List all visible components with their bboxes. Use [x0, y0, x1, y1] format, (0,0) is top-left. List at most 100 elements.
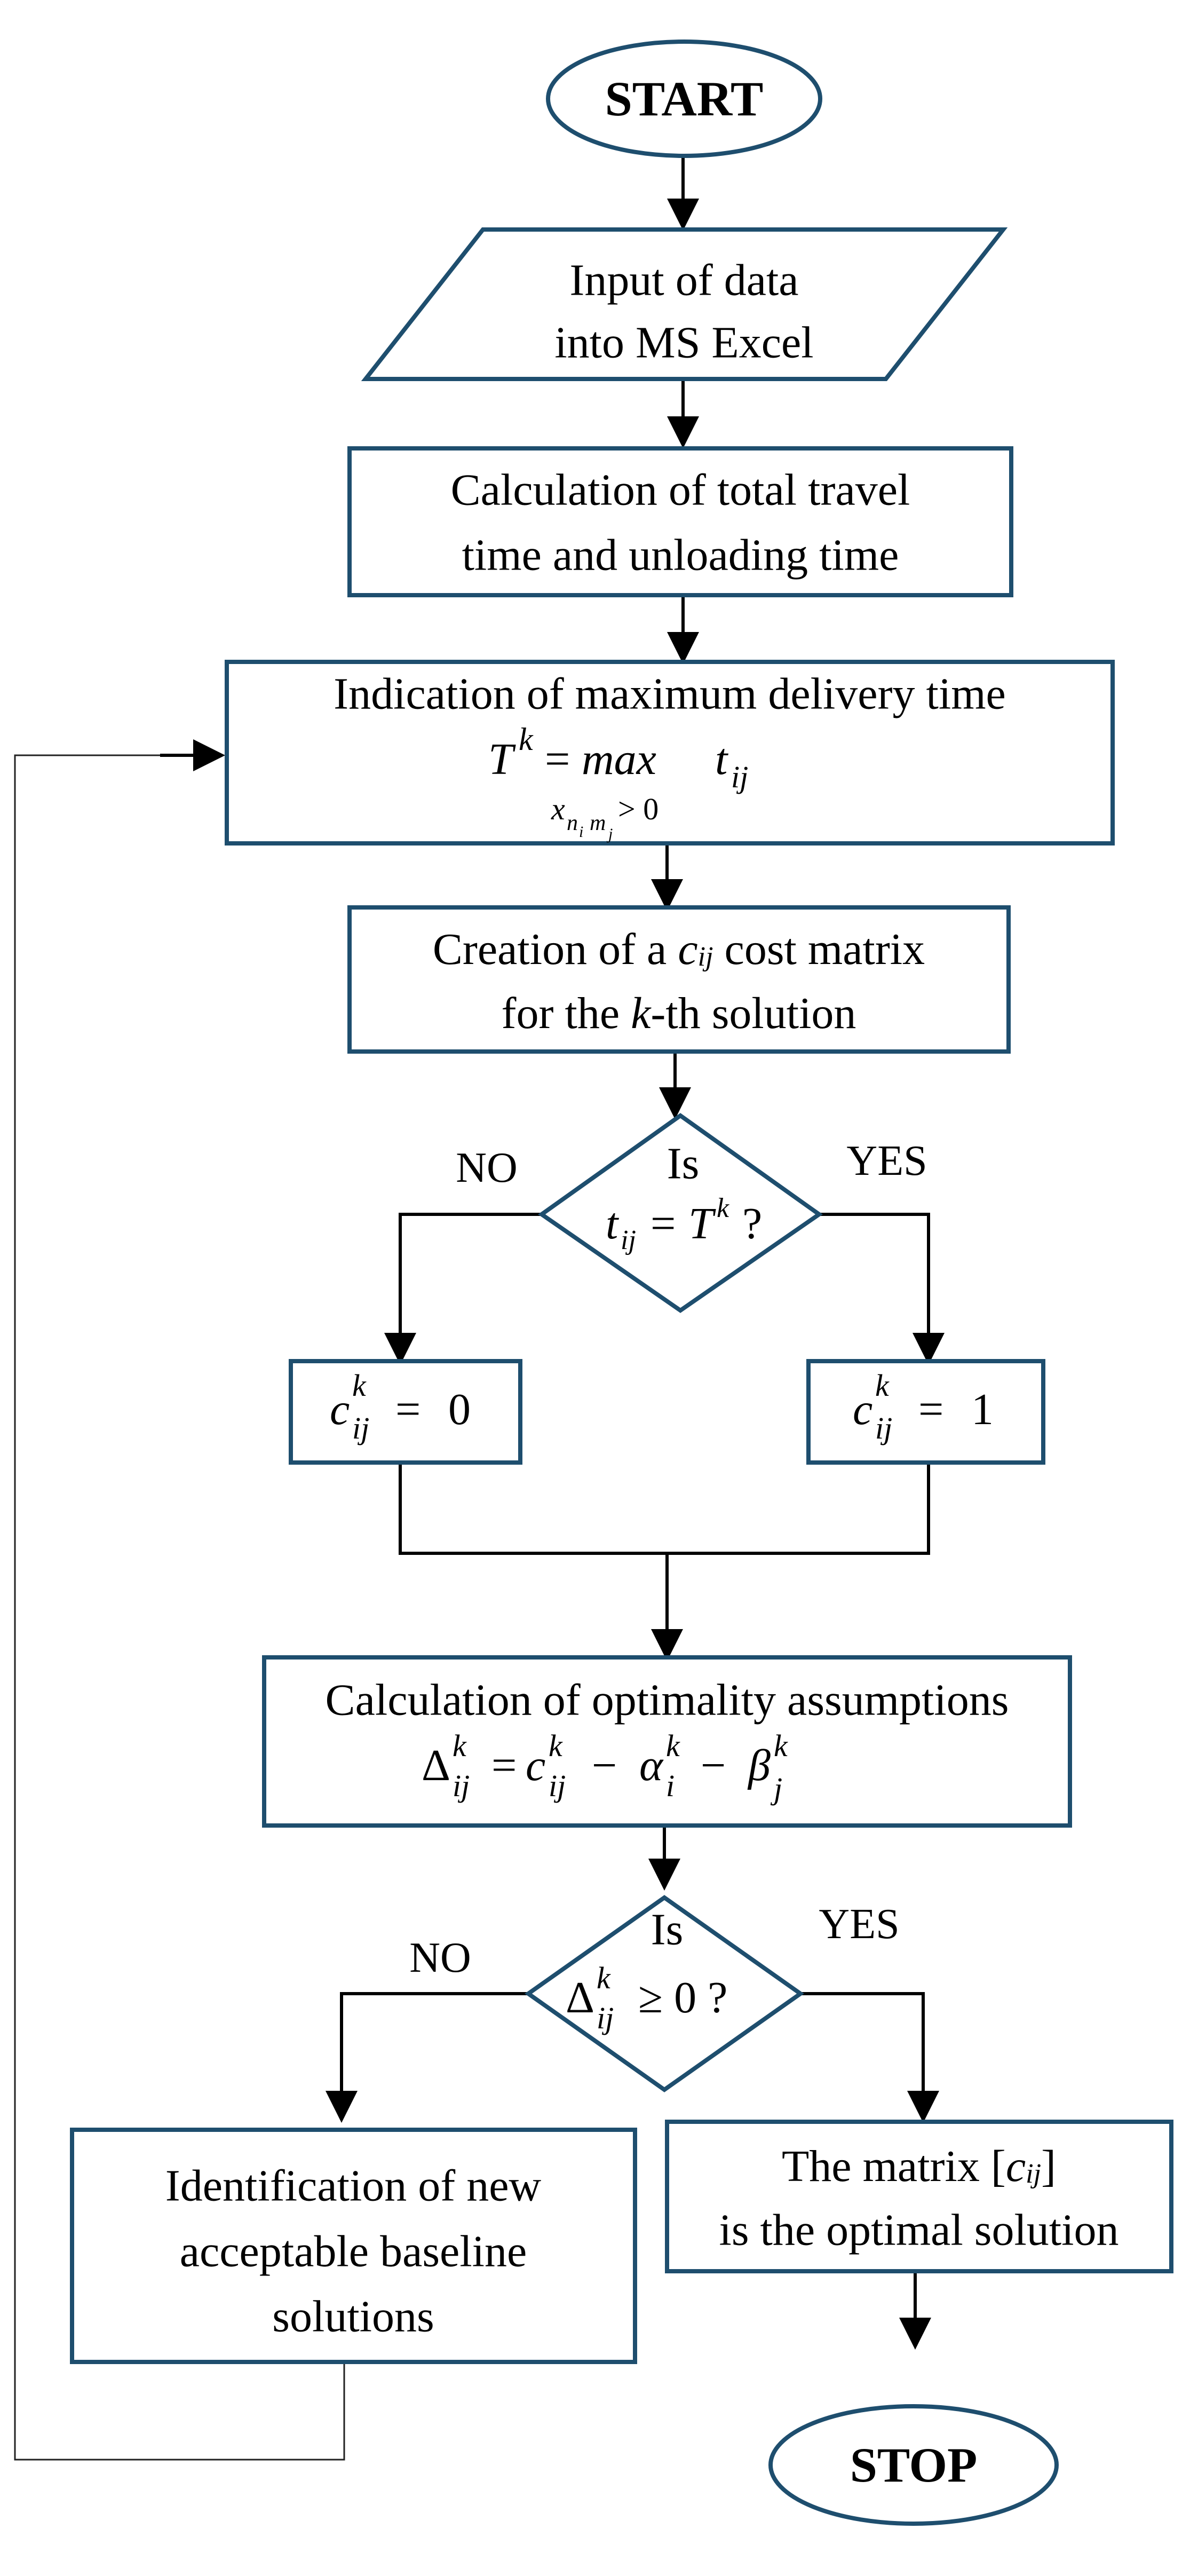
creation-line1-c: c — [678, 924, 697, 974]
decision-1-yes-label: YES — [846, 1137, 927, 1184]
tk-formula: T k = max x n i m j > 0 t ij — [488, 722, 748, 843]
c0-k: k — [352, 1368, 367, 1403]
ident-line2: acceptable baseline — [180, 2227, 527, 2277]
op-delta: Δ — [422, 1741, 450, 1790]
op-c: c — [526, 1741, 545, 1790]
matrix-line1-a: The matrix [ — [782, 2142, 1006, 2191]
creation-line2: for the k-th solution — [502, 989, 856, 1038]
op-beta-k: k — [774, 1728, 788, 1763]
ident-line3: solutions — [272, 2292, 434, 2342]
op-minus2: − — [689, 1741, 737, 1790]
formula-max: max — [582, 734, 656, 784]
cijk-one-formula: c k ij = 1 — [853, 1368, 994, 1445]
d1-eq: = — [639, 1199, 687, 1249]
formula-t: t — [715, 734, 729, 784]
input-parallelogram — [361, 227, 1008, 381]
stop-terminal — [768, 2404, 1059, 2526]
arrow-no-branch2 — [326, 1992, 528, 2123]
matrix-line1: The matrix [cij] — [782, 2142, 1056, 2191]
creation-box — [347, 905, 1011, 1054]
op-alpha: α — [639, 1741, 664, 1790]
decision-2-diamond — [525, 1895, 804, 2092]
d1-T: T — [688, 1199, 716, 1249]
c1-c: c — [853, 1385, 872, 1434]
decision-2-yes-label: YES — [819, 1901, 899, 1948]
d1-T-k: k — [717, 1193, 729, 1223]
optimal-solution-box — [665, 2120, 1173, 2273]
indication-text: Indication of maximum delivery time — [334, 669, 1006, 719]
d2-delta: Δ — [566, 1973, 594, 2022]
op-delta-ij: ij — [453, 1768, 470, 1803]
c0-ij: ij — [352, 1411, 369, 1445]
c1-ij: ij — [875, 1411, 892, 1445]
c0-c: c — [330, 1385, 350, 1434]
op-eq: = — [480, 1741, 528, 1790]
decision-1-formula: t ij = T k ? — [606, 1193, 762, 1255]
d1-q: ? — [731, 1199, 762, 1249]
optimality-text: Calculation of optimality assumptions — [326, 1676, 1009, 1725]
formula-sub-m: m — [590, 811, 606, 835]
decision-2-is: Is — [651, 1905, 684, 1955]
creation-line1-b: cost matrix — [713, 924, 925, 974]
op-delta-k: k — [453, 1728, 467, 1763]
d1-t-ij: ij — [621, 1225, 636, 1255]
loop-back-line — [14, 754, 345, 2461]
op-alpha-i: i — [666, 1768, 675, 1803]
calc-travel-box — [347, 446, 1013, 597]
stop-label: STOP — [850, 2438, 978, 2492]
formula-sub-i: i — [579, 823, 583, 841]
start-terminal — [546, 39, 822, 158]
op-minus1: − — [581, 1741, 628, 1790]
cijk-zero-box — [289, 1359, 522, 1465]
creation-line1-a: Creation of a — [433, 924, 678, 974]
start-label: START — [605, 72, 764, 126]
decision-1-no-label: NO — [456, 1144, 518, 1191]
matrix-line1-ij: ij — [1026, 2159, 1041, 2189]
arrow-yes-branch1 — [819, 1213, 945, 1365]
d2-geq: ≥ 0 ? — [627, 1973, 727, 2022]
indication-box — [225, 660, 1115, 846]
formula-sub-gt0: > 0 — [618, 792, 659, 826]
op-alpha-k: k — [666, 1728, 680, 1763]
formula-sub-j: j — [606, 825, 613, 843]
decision-2-formula: Δ k ij ≥ 0 ? — [566, 1961, 727, 2035]
decision-2-no-label: NO — [409, 1934, 471, 1981]
c0-zero: 0 — [448, 1385, 471, 1434]
input-text-line2: into MS Excel — [554, 318, 813, 368]
identification-box — [70, 2128, 637, 2364]
formula-sub-n: n — [567, 811, 578, 835]
arrow-yes-branch2 — [800, 1992, 939, 2123]
creation-line2-a: for the — [502, 989, 631, 1038]
d2-delta-ij: ij — [597, 2001, 614, 2035]
d1-t: t — [606, 1199, 620, 1249]
input-text-line1: Input of data — [569, 256, 798, 305]
cijk-zero-formula: c k ij = 0 — [330, 1368, 471, 1445]
formula-sub-x: x — [551, 792, 565, 826]
formula-T: T — [488, 734, 516, 784]
connectors — [14, 155, 945, 2461]
cijk-one-box — [806, 1359, 1045, 1465]
decision-1-diamond — [538, 1113, 823, 1313]
optimality-formula: Δ k ij = c k ij − α k i − β k j — [422, 1728, 788, 1806]
arrow-no-branch1 — [384, 1213, 542, 1365]
op-beta: β — [747, 1741, 771, 1790]
d2-delta-k: k — [597, 1961, 611, 1995]
merge-line — [399, 1463, 930, 1555]
c1-eq: = — [907, 1385, 955, 1434]
matrix-line2: is the optimal solution — [719, 2206, 1119, 2255]
formula-T-sup-k: k — [519, 722, 534, 757]
creation-line2-b: -th solution — [650, 989, 856, 1038]
creation-line1-ij: ij — [698, 942, 713, 972]
c0-eq: = — [384, 1385, 432, 1434]
c1-one: 1 — [971, 1385, 994, 1434]
decision-1-is: Is — [667, 1139, 700, 1189]
formula-t-sub-ij: ij — [731, 760, 748, 794]
op-c-ij: ij — [549, 1768, 566, 1803]
ident-line1: Identification of new — [165, 2161, 542, 2211]
optimality-box — [262, 1655, 1072, 1828]
calc-text-line2: time and unloading time — [462, 531, 899, 580]
calc-text-line1: Calculation of total travel — [451, 465, 910, 515]
formula-eq: = — [534, 734, 581, 784]
matrix-line1-c: c — [1006, 2142, 1026, 2191]
